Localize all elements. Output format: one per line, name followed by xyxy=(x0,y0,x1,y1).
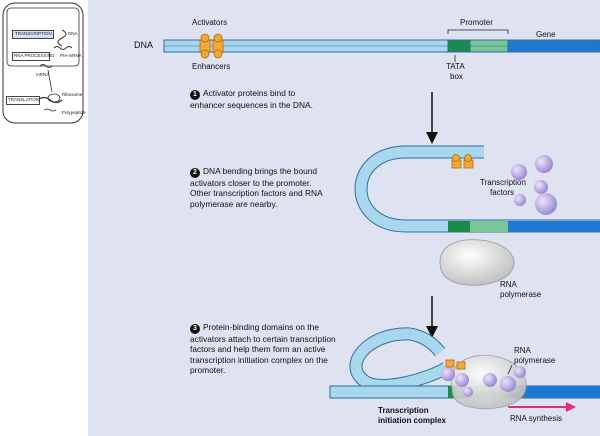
dna-strand-row2 xyxy=(354,145,600,233)
transcription-factors-label-line1: Transcription xyxy=(480,178,526,187)
tata-box-segment-2 xyxy=(448,221,470,232)
complex-label-line1: Transcription xyxy=(378,406,429,415)
rna-polymerase-label-line1: RNA xyxy=(500,280,517,289)
overview-dna xyxy=(57,29,67,47)
step-2-number: 2 xyxy=(190,168,200,178)
tata-label-line2: box xyxy=(450,72,463,81)
initiation-complex xyxy=(441,354,527,410)
dna-strand-row1 xyxy=(163,39,600,53)
overview-translation-box xyxy=(6,96,40,105)
overview-pre-mrna-label: Pre-mRNA xyxy=(60,53,82,58)
activators-row1 xyxy=(199,33,224,59)
step-1-body: Activator proteins bind to enhancer sequ… xyxy=(190,88,313,110)
overview-transcription-box xyxy=(12,30,54,39)
diagram-panel xyxy=(88,0,600,436)
overview-ribosome-label: Ribosome xyxy=(62,92,83,97)
promoter-segment-2 xyxy=(470,221,508,232)
overview-pre-mrna xyxy=(53,46,73,50)
overview-polypeptide-label: Polypeptide xyxy=(62,110,86,115)
rna-polymerase-pointer xyxy=(507,364,513,375)
overview-ribosome xyxy=(47,93,61,103)
overview-translation-label: TRANSLATION xyxy=(8,97,40,102)
step-1-number: 1 xyxy=(190,90,200,100)
promoter-bracket xyxy=(447,29,509,34)
rna-polymerase2-label-line2: polymerase xyxy=(514,356,556,365)
step-3-body: Protein-binding domains on the activator… xyxy=(190,322,336,376)
gene-segment-3 xyxy=(508,386,600,398)
rna-synthesis-label: RNA synthesis xyxy=(510,414,563,423)
overview-mrna xyxy=(39,64,53,68)
activators-label: Activators xyxy=(192,18,228,27)
rna-polymerase-label-line2: polymerase xyxy=(500,290,542,299)
enhancers-label: Enhancers xyxy=(192,62,231,71)
overview-rna-processing-label: RNA PROCESSING xyxy=(14,53,55,58)
promoter-label: Promoter xyxy=(460,18,493,27)
gene-segment-2 xyxy=(508,221,600,232)
rna-polymerase2-label-line1: RNA xyxy=(514,346,531,355)
tata-label-line1: TATA xyxy=(446,62,465,71)
dna-label: DNA xyxy=(134,40,154,50)
complex-label-line2: initiation complex xyxy=(378,416,447,425)
rna-polymerase-shape xyxy=(439,239,515,286)
overview-mrna-label: mRNA xyxy=(36,72,50,77)
overview-polypeptide xyxy=(43,108,57,112)
activator-complex-a xyxy=(445,359,455,368)
transcription-factors-row2 xyxy=(511,155,557,215)
rna-synthesis-arrowhead xyxy=(566,402,576,412)
step-3-number: 3 xyxy=(190,324,200,334)
overview-dna-label: DNA xyxy=(68,31,78,36)
gene-label: Gene xyxy=(536,30,556,39)
overview-transcription-label: TRANSCRIPTION xyxy=(15,31,52,36)
activator-complex-b xyxy=(456,361,466,370)
step-2-body: DNA bending brings the bound activators … xyxy=(190,166,323,209)
activators-row2 xyxy=(451,154,474,169)
overview-rna-processing-box xyxy=(12,52,50,61)
transcription-factors-label-line2: factors xyxy=(490,188,515,197)
